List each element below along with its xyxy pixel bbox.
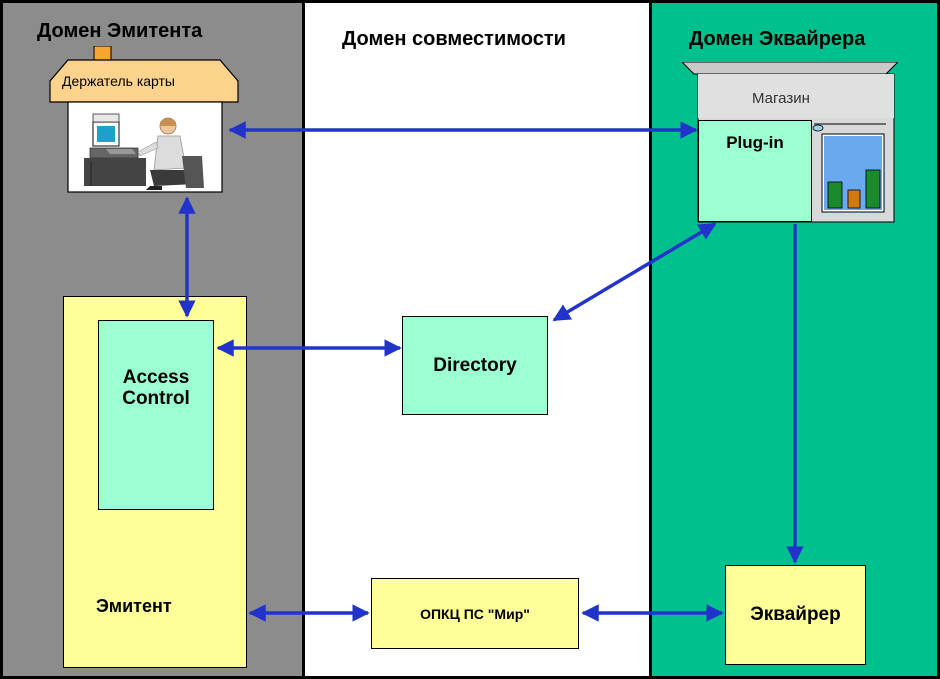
directory-box: Directory [402, 316, 548, 415]
cardholder-label: Держатель карты [62, 73, 175, 89]
acquirer-domain-title: Домен Эквайрера [689, 28, 866, 50]
opkc-box: ОПКЦ ПС "Мир" [371, 578, 579, 649]
issuer-domain-title: Домен Эмитента [37, 20, 203, 42]
acquirer-label: Эквайрер [750, 604, 841, 625]
person-icon [137, 117, 204, 190]
arrow-directory-plugin [552, 222, 717, 322]
interop-domain-title: Домен совместимости [342, 28, 566, 50]
plugin-box: Plug-in [698, 120, 812, 222]
computer-icon [84, 113, 146, 186]
store-label: Магазин [752, 90, 810, 107]
directory-label: Directory [433, 354, 517, 376]
house-shape [49, 45, 239, 193]
access-control-label: Access Control [122, 367, 190, 409]
opkc-label: ОПКЦ ПС "Мир" [420, 605, 530, 622]
plugin-label: Plug-in [726, 133, 784, 152]
issuer-label: Эмитент [96, 596, 172, 616]
cardholder-house [46, 45, 242, 194]
access-control-box: Access Control [98, 320, 214, 510]
acquirer-box: Эквайрер [725, 565, 866, 665]
